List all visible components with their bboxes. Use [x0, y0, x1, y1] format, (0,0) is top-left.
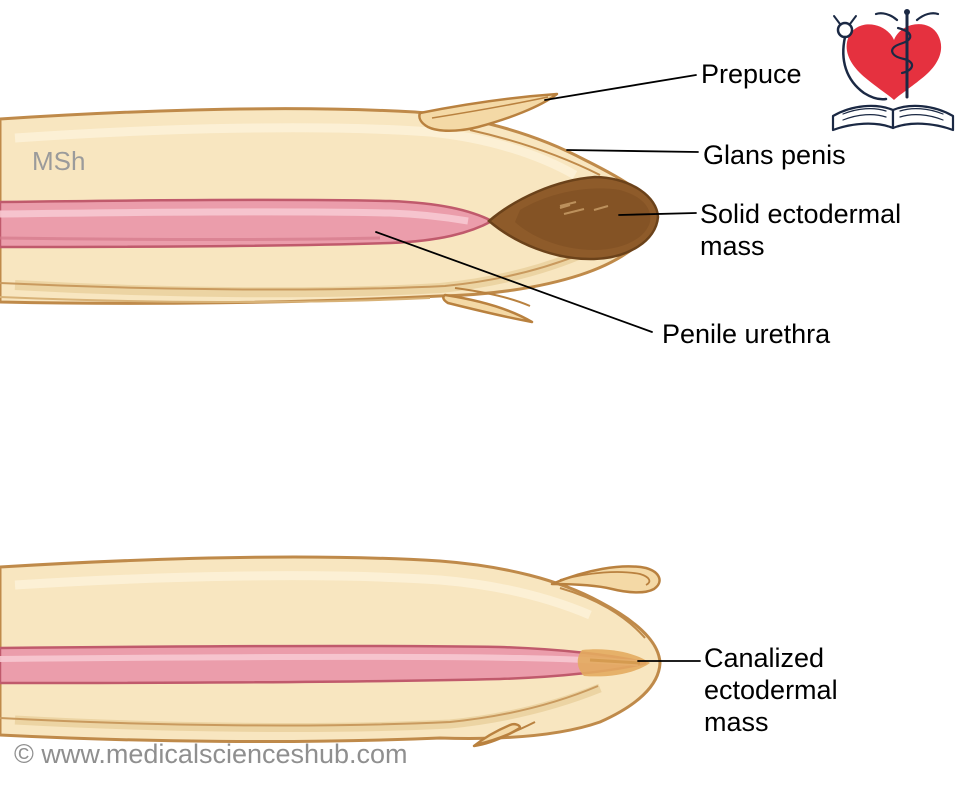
- penile-urethra-highlight: [0, 208, 469, 225]
- label-glans-penis: Glans penis: [703, 140, 846, 170]
- bottom-glans-contour: [559, 587, 646, 639]
- leader-solid-mass: [618, 212, 697, 216]
- stethoscope-icon: [833, 15, 888, 101]
- bottom-skin-foldline: [0, 685, 599, 727]
- leader-penile-urethra: [375, 231, 653, 333]
- watermark: MSh: [32, 146, 86, 176]
- bottom-prepuce-flap-lower: [472, 722, 522, 748]
- top-skin-highlight: [14, 123, 578, 179]
- leader-prepuce: [544, 74, 697, 101]
- top-diagram: [0, 92, 660, 324]
- top-skin-foldline-2: [0, 296, 431, 304]
- label-prepuce: Prepuce: [701, 59, 802, 89]
- bottom-prepuce-flap-lower-line: [477, 721, 536, 745]
- solid-ectodermal-mass-texture: [559, 201, 609, 215]
- prepuce-flap-lower-line: [454, 287, 531, 307]
- canalized-urethra-band: [0, 644, 647, 685]
- prepuce-flap-upper: [418, 92, 559, 132]
- prepuce-flap-upper-line: [431, 96, 549, 119]
- label-solid-ectodermal-mass: Solid ectodermal mass: [700, 199, 902, 261]
- leader-lines: [375, 74, 701, 662]
- heart-icon: [846, 24, 942, 101]
- glans-top-contour: [469, 129, 601, 176]
- top-skin-foldline-1: [0, 247, 596, 291]
- bottom-skin-shade: [14, 683, 602, 732]
- prepuce-flap-lower: [442, 293, 534, 324]
- msh-logo: [831, 9, 955, 132]
- bottom-diagram: [0, 555, 662, 748]
- copyright: © www.medicalscienceshub.com: [14, 739, 408, 769]
- caduceus-icon: [874, 9, 940, 99]
- label-canalized-ectodermal-mass: Canalized ectodermal mass: [704, 643, 838, 737]
- solid-ectodermal-mass-shade: [515, 188, 651, 250]
- bottom-prepuce-flap-upper-line: [559, 571, 651, 586]
- open-book-icon: [831, 104, 955, 132]
- label-penile-urethra: Penile urethra: [662, 319, 831, 349]
- leader-glans: [566, 149, 699, 153]
- penile-urethra-shadow: [0, 236, 381, 241]
- bottom-skin-highlight: [14, 571, 592, 620]
- canalized-ectodermal-mass-streak: [589, 658, 641, 665]
